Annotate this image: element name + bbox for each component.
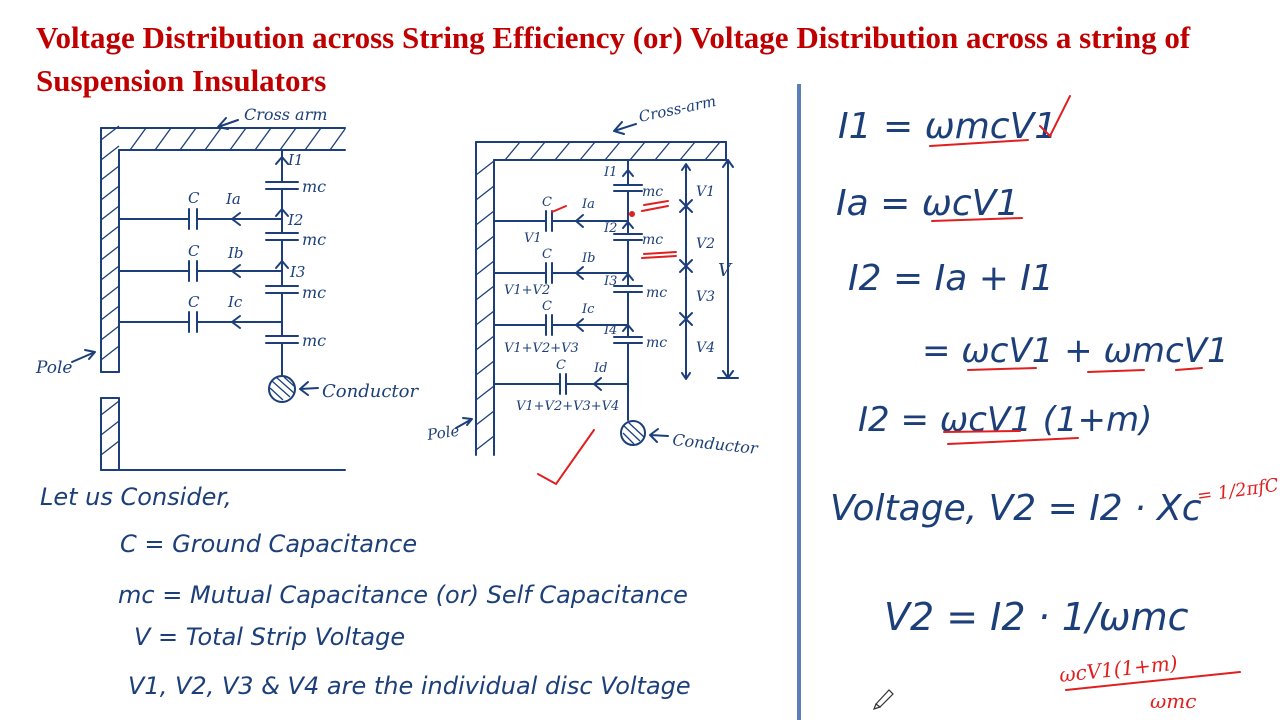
note-line-3: V = Total Strip Voltage <box>134 623 405 651</box>
xc-note: = 1/2πfC <box>1196 475 1280 507</box>
shunt-current-label-ib: Ib <box>227 244 244 262</box>
shunt-current-label-ia: Ia <box>225 190 241 208</box>
mutual-cap-label-1d: mc <box>302 331 326 350</box>
current-label-2-i2: I2 <box>603 221 617 236</box>
mutual-cap-label-2d: mc <box>646 335 667 351</box>
ground-capacitance-branches-2 <box>493 210 629 395</box>
mutual-cap-label-1c: mc <box>302 283 326 302</box>
insulator-string-2 <box>613 159 643 421</box>
total-voltage-label: V <box>718 260 733 281</box>
equations: I1 = ωmcV1 Ia = ωcV1 I2 = Ia + I1 = ωcV1… <box>830 106 1229 639</box>
current-label-i3: I3 <box>289 263 305 281</box>
mutual-cap-label-1a: mc <box>302 177 326 196</box>
diagram-1: Cross arm Conductor <box>35 105 419 471</box>
equation-7: V2 = I2 · 1/ωmc <box>884 595 1189 639</box>
conductor-label-1: Conductor <box>322 381 419 402</box>
mutual-cap-label-2a: mc <box>642 184 663 200</box>
diagram-2: Cross-arm Conductor <box>425 92 760 486</box>
pole-label-1: Pole <box>35 358 72 378</box>
ground-cap-label-1c: C <box>188 293 200 311</box>
conductor-label-2: Conductor <box>672 430 760 458</box>
shunt-current-label-2b: Ib <box>581 251 595 266</box>
cross-arm-1 <box>100 117 346 151</box>
disc-voltage-label-v2: V2 <box>696 236 715 252</box>
equation-5: I2 = ωcV1 (1+m) <box>858 400 1152 440</box>
ground-cap-label-2b: C <box>542 247 552 262</box>
current-label-2-i4: I4 <box>603 323 617 338</box>
conductor-1 <box>268 375 319 403</box>
disc-voltage-dimensions <box>679 159 739 380</box>
bottom-fraction-bar <box>1065 671 1241 691</box>
bottom-red-denominator: ωmc <box>1150 689 1196 713</box>
disc-voltage-label-v4: V4 <box>696 340 715 356</box>
node-voltage-label-1: V1 <box>524 231 542 246</box>
ground-cap-label-2d: C <box>556 358 566 373</box>
node-voltage-label-2: V1+V2 <box>504 283 550 298</box>
note-line-4: V1, V2, V3 & V4 are the individual disc … <box>128 672 691 700</box>
current-label-i2: I2 <box>287 211 303 229</box>
slide-title: Voltage Distribution across String Effic… <box>36 20 1191 98</box>
notes-intro: Let us Consider, <box>40 483 232 511</box>
disc-voltage-label-v1: V1 <box>696 184 715 200</box>
red-marks-equations <box>929 95 1203 445</box>
equation-3: I2 = Ia + I1 <box>848 258 1054 299</box>
cross-arm-label-1: Cross arm <box>244 105 327 124</box>
shunt-current-label-ic: Ic <box>227 293 243 311</box>
current-label-2-i1: I1 <box>603 165 617 180</box>
mutual-cap-label-2b: mc <box>642 232 663 248</box>
mutual-cap-label-1b: mc <box>302 230 326 249</box>
note-line-1: C = Ground Capacitance <box>120 530 417 558</box>
current-label-i1: I1 <box>287 151 303 169</box>
ground-cap-label-1b: C <box>188 242 200 260</box>
insulator-string-1 <box>265 149 299 376</box>
note-line-2: mc = Mutual Capacitance (or) Self Capaci… <box>118 581 688 609</box>
disc-voltage-label-v3: V3 <box>696 289 715 305</box>
shunt-current-label-2d: Id <box>593 361 607 376</box>
ground-cap-label-1a: C <box>188 189 200 207</box>
node-voltage-label-3: V1+V2+V3 <box>504 341 579 356</box>
current-label-2-i3: I3 <box>603 274 617 289</box>
node-voltage-label-4: V1+V2+V3+V4 <box>516 399 619 414</box>
cross-arm-2 <box>475 121 727 161</box>
pole-label-2: Pole <box>425 422 460 444</box>
pole-2 <box>475 141 495 456</box>
shunt-current-label-2c: Ic <box>581 302 595 317</box>
equation-6: Voltage, V2 = I2 · Xc <box>830 488 1202 529</box>
bottom-red-note: ωcV1(1+m) <box>1058 651 1179 687</box>
ground-capacitance-branches-1 <box>118 208 283 333</box>
cross-arm-label-2: Cross-arm <box>637 92 718 126</box>
shunt-current-label-2a: Ia <box>581 197 595 212</box>
notes: Let us Consider, C = Ground Capacitance … <box>40 483 691 700</box>
equation-2: Ia = ωcV1 <box>836 183 1019 224</box>
conductor-2 <box>620 420 669 446</box>
ground-cap-label-2c: C <box>542 299 552 314</box>
mutual-cap-label-2c: mc <box>646 285 667 301</box>
pole-1 <box>100 125 120 471</box>
equation-4: = ωcV1 + ωmcV1 <box>922 331 1229 371</box>
pen-cursor-icon <box>872 689 894 710</box>
red-marks-diagram-2 <box>537 200 677 486</box>
ground-cap-label-2a: C <box>542 195 552 210</box>
